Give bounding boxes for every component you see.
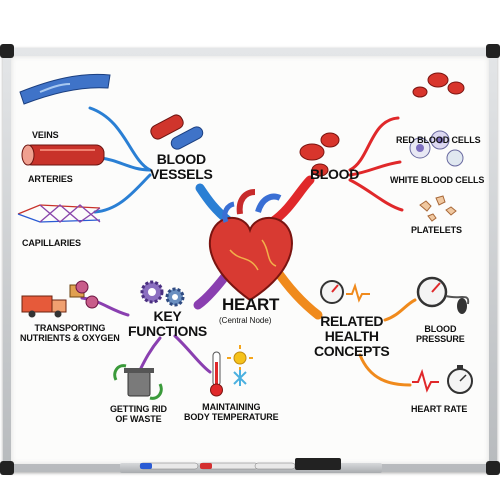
temperature-line1: MAINTAINING — [202, 402, 261, 412]
health-concepts-label: RELATED HEALTH CONCEPTS — [314, 313, 390, 359]
eraser — [295, 458, 341, 470]
heart-rate-label: HEART RATE — [411, 404, 468, 414]
blood-label: BLOOD — [310, 166, 360, 182]
blood-vessels-line2: VESSELS — [150, 166, 213, 182]
blood-vessels-label: BLOOD VESSELS — [150, 151, 213, 182]
temperature-line2: BODY TEMPERATURE — [184, 412, 279, 422]
frame-corner — [486, 44, 500, 58]
key-functions-line1: KEY — [153, 308, 182, 324]
waste-line2: OF WASTE — [115, 414, 162, 424]
platelets-label: PLATELETS — [411, 225, 462, 235]
gauge-icon — [320, 280, 370, 304]
transporting-line1: TRANSPORTING — [34, 323, 106, 333]
blood-pressure-line1: BLOOD — [424, 324, 457, 334]
transporting-label: TRANSPORTING NUTRIENTS & OXYGEN — [20, 323, 120, 343]
blood-pressure-label: BLOOD PRESSURE — [416, 324, 465, 344]
health-concepts-line1: RELATED — [320, 313, 384, 329]
trash-can-icon — [113, 364, 163, 400]
capillaries-label: CAPILLARIES — [22, 238, 81, 248]
capillary-icon — [17, 204, 101, 223]
key-functions-label: KEY FUNCTIONS — [128, 309, 207, 339]
health-concepts-line2: HEALTH — [324, 328, 379, 344]
white-blood-cells-label: WHITE BLOOD CELLS — [390, 175, 485, 185]
waste-line1: GETTING RID — [110, 404, 167, 414]
marker-pens — [139, 458, 341, 470]
frame-corner — [486, 461, 500, 475]
gauge-icon — [416, 276, 470, 314]
heart-icon — [208, 189, 293, 302]
key-functions-line2: FUNCTIONS — [128, 323, 207, 339]
branch-blood — [267, 175, 315, 227]
blood-vessels-line1: BLOOD — [156, 151, 206, 167]
platelet-icon — [419, 195, 457, 222]
veins-label: VEINS — [32, 130, 59, 140]
branch-health — [270, 263, 323, 320]
blood-pressure-line2: PRESSURE — [416, 334, 465, 344]
stopwatch-icon — [412, 365, 473, 394]
heart-title: HEART — [222, 295, 280, 314]
central-node-subtitle: (Central Node) — [219, 316, 272, 325]
white-cell-icon — [409, 130, 464, 167]
transporting-line2: NUTRIENTS & OXYGEN — [20, 333, 120, 343]
vein-icon — [19, 73, 111, 105]
arteries-label: ARTERIES — [28, 174, 73, 184]
tube-icon — [150, 114, 204, 150]
frame-corner — [0, 44, 14, 58]
health-concepts-line3: CONCEPTS — [314, 343, 390, 359]
red-cell-icon — [299, 72, 465, 177]
truck-icon — [21, 280, 99, 318]
red-blood-cells-label: RED BLOOD CELLS — [396, 135, 481, 145]
gear-icon — [140, 280, 185, 307]
temperature-label: MAINTAINING BODY TEMPERATURE — [184, 402, 279, 422]
waste-label: GETTING RID OF WASTE — [110, 404, 167, 424]
artery-icon — [21, 144, 105, 166]
frame-corner — [0, 461, 14, 475]
thermometer-icon — [210, 345, 253, 397]
